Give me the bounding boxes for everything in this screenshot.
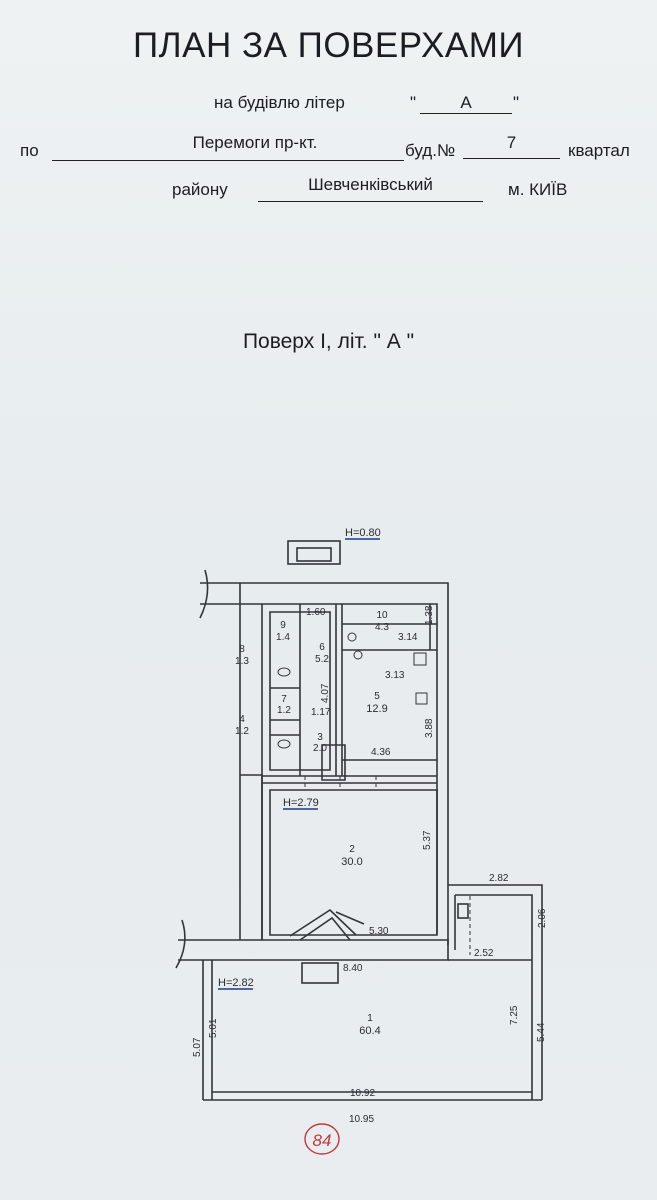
height-room1: H=2.82 (218, 977, 254, 989)
stove-icon (413, 652, 427, 666)
dim-1-38: 1.38 (424, 605, 435, 625)
annex-wall-outer (448, 884, 543, 1100)
room-number: 1 (367, 1013, 373, 1024)
room10-walls (342, 623, 437, 651)
dim-3-14: 3.14 (398, 632, 418, 643)
dim-3-13: 3.13 (385, 670, 405, 681)
room2-inner-door (321, 744, 346, 781)
room-number: 8 (239, 644, 245, 655)
room-number: 3 (317, 732, 323, 743)
room2-outline (269, 789, 438, 936)
district-underline (258, 201, 483, 202)
room2-top-wall (262, 775, 437, 784)
street-label: по (20, 141, 39, 160)
building-letter-underline (420, 113, 512, 114)
toilet-icon (277, 739, 291, 749)
room-number: 6 (319, 642, 325, 653)
dim-2-06: 2.06 (537, 908, 548, 928)
upper-wall-outer (240, 582, 449, 945)
page-mark: 84 (313, 1131, 332, 1150)
room-area: 1.2 (277, 705, 291, 716)
toilet-icon (277, 667, 291, 677)
dim-5-07: 5.07 (192, 1037, 203, 1057)
room-area: 12.9 (366, 703, 387, 715)
lower-wall-top (178, 939, 449, 961)
dim-7-25: 7.25 (509, 1005, 520, 1025)
street-underline (52, 160, 404, 161)
annex-fixture (457, 903, 469, 919)
dim-5-01: 5.01 (208, 1018, 219, 1038)
house-label: буд.№ (405, 141, 456, 160)
room-number: 4 (239, 714, 245, 725)
stair-box-outer (287, 540, 341, 565)
hall-left-wall (202, 960, 213, 1100)
dim-1-17: 1.17 (311, 707, 331, 718)
entrance-angle (289, 908, 357, 937)
room-area: 1.3 (235, 656, 249, 667)
city: м. КИЇВ (508, 180, 568, 199)
street-value: Перемоги пр-кт. (192, 133, 318, 152)
height-stair: H=0.80 (345, 527, 381, 539)
stair-box-inner (296, 547, 332, 562)
quote-open: " (410, 93, 417, 112)
column (301, 962, 339, 984)
wc-block (269, 611, 331, 771)
room-number: 7 (281, 694, 287, 705)
break-mark-top (199, 569, 209, 619)
room-area: 1.4 (276, 632, 290, 643)
top-left-wall-stub (200, 582, 262, 605)
document-title: ПЛАН ЗА ПОВЕРХАМИ (132, 26, 525, 65)
dim-1-60: 1.60 (306, 607, 326, 618)
dim-4-36: 4.36 (371, 747, 391, 758)
room-number: 2 (349, 844, 355, 855)
dim-5-44: 5.44 (536, 1022, 547, 1042)
dim-2-52: 2.52 (474, 948, 494, 959)
district-value: Шевченківський (308, 175, 433, 194)
floor-title: Поверх І, літ. " А " (242, 330, 415, 353)
room-number: 10 (376, 610, 388, 621)
room-area: 5.2 (315, 654, 329, 665)
dim-5-30: 5.30 (369, 926, 389, 937)
room-area: 1.2 (235, 726, 249, 737)
upper-wall-inner (262, 603, 438, 934)
left-wall-step (240, 774, 263, 940)
entrance-angle-inner (299, 916, 351, 941)
dim-10-95: 10.95 (349, 1114, 374, 1125)
room-area: 2.0 (313, 743, 327, 754)
dim-2-82: 2.82 (489, 873, 509, 884)
door-openings (304, 776, 377, 790)
dim-8-40: 8.40 (343, 963, 363, 974)
building-letter: А (460, 93, 472, 112)
wc-partitions (270, 687, 300, 736)
break-mark-lower (175, 919, 186, 969)
dim-10-92: 10.92 (350, 1088, 375, 1099)
house-underline (463, 158, 560, 159)
sink-icon (347, 632, 357, 642)
dim-3-88: 3.88 (424, 718, 435, 738)
door-swing (335, 911, 365, 925)
district-label: району (172, 180, 228, 199)
height-room2: H=2.79 (283, 797, 319, 809)
room-area: 30.0 (341, 856, 362, 868)
house-number: 7 (506, 133, 517, 152)
room-number: 5 (374, 691, 380, 702)
room-area: 60.4 (359, 1025, 380, 1037)
room-area: 4.3 (375, 622, 389, 633)
quote-close: " (513, 93, 520, 112)
hall-bottom-wall (203, 1091, 542, 1101)
stove-icon (415, 692, 428, 705)
dim-5-37: 5.37 (422, 830, 433, 850)
building-prefix: на будівлю літер (214, 93, 345, 112)
dim-4-07: 4.07 (320, 683, 331, 703)
room-number: 9 (280, 620, 286, 631)
block-label: квартал (568, 141, 630, 160)
sink-icon (353, 650, 363, 660)
page-mark-circle (304, 1123, 340, 1155)
annex-wall-inner (455, 894, 533, 1100)
